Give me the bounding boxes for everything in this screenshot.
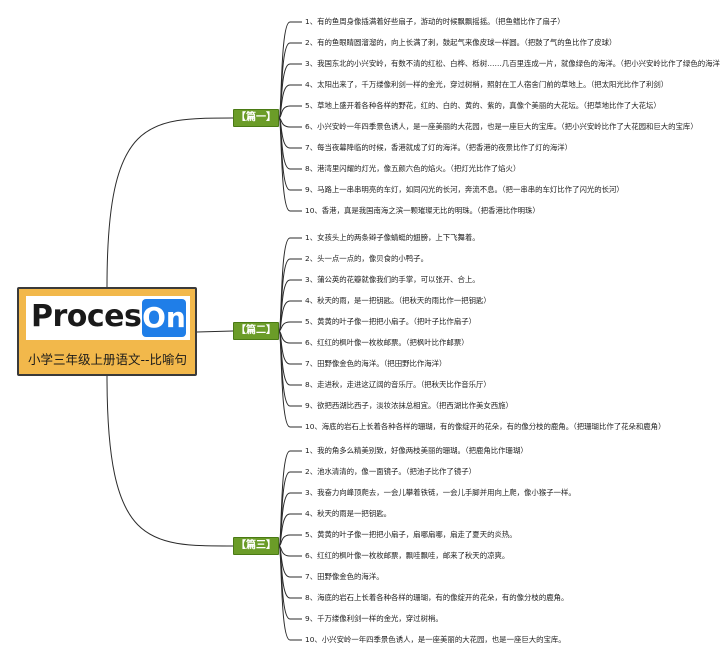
list-item[interactable]: 3、我奋力向峰顶爬去，一会儿攀着铁链，一会儿手脚并用向上爬，像小猴子一样。 [305,488,576,497]
leaf-connector [278,117,302,212]
list-item[interactable]: 9、马路上一串串明亮的车灯，如同闪光的长河，奔流不息。（把一串串的车灯比作了闪光… [305,185,624,194]
list-item[interactable]: 8、港湾里闪耀的灯光，像五颜六色的焰火。（把灯光比作了焰火） [305,164,521,173]
list-item[interactable]: 5、黄黄的叶子像一把把小扇子，扇哪扇哪，扇走了夏天的炎热。 [305,530,517,539]
leaf-connector [278,534,302,547]
branch-node[interactable]: 【篇一】 [233,109,279,127]
root-connector [196,330,234,333]
list-item[interactable]: 10、香港，真是我国南海之滨一颗璀璨无比的明珠。（把香港比作明珠） [305,206,540,215]
list-item[interactable]: 5、草地上盛开着各种各样的野花，红的、白的、黄的、紫的，真像个美丽的大花坛。（把… [305,101,661,110]
list-item[interactable]: 8、走进秋，走进这辽阔的音乐厅。（把秋天比作音乐厅） [305,380,491,389]
logo-text: Process [31,299,159,334]
list-item[interactable]: 1、我的角多么精美别致，好像两枝美丽的珊瑚。（把鹿角比作珊瑚） [305,446,528,455]
root-connector [106,375,234,547]
root-subtitle: 小学三年级上册语文--比喻句 [28,352,188,367]
list-item[interactable]: 5、黄黄的叶子像一把把小扇子。（把叶子比作扇子） [305,317,476,326]
list-item[interactable]: 2、头一点一点的，像贝食的小鸭子。 [305,254,428,263]
list-item[interactable]: 9、欲把西湖比西子，淡妆浓抹总相宜。（把西湖比作美女西施） [305,401,513,410]
list-item[interactable]: 6、红红的枫叶像一枚枚邮票。（把枫叶比作邮票） [305,338,469,347]
leaf-connector [278,545,302,578]
leaf-connector [278,321,302,332]
branch-node[interactable]: 【篇三】 [233,537,279,555]
list-item[interactable]: 4、太阳出来了，千万缕像利剑一样的金光，穿过树梢，照射在工人宿舍门前的草地上。（… [305,80,669,89]
list-item[interactable]: 7、田野像金色的海洋。（把田野比作海洋） [305,359,447,368]
list-item[interactable]: 7、每当夜幕降临的时候，香港就成了灯的海洋。（把香港的夜景比作了灯的海洋） [305,143,573,152]
list-item[interactable]: 6、红红的枫叶像一枚枚邮票，飘哇飘哇，邮来了秋天的凉爽。 [305,551,510,560]
logo-badge: On [142,299,186,337]
list-item[interactable]: 3、蒲公英的花瓣就像我们的手掌，可以张开、合上。 [305,275,480,284]
list-item[interactable]: 4、秋天的雨是一把钥匙。 [305,509,392,518]
list-item[interactable]: 1、女孩头上的两条辫子像蜻蜓的翅膀，上下飞舞着。 [305,233,480,242]
root-topic[interactable]: Process On 小学三年级上册语文--比喻句 [17,287,197,376]
leaf-connector [278,105,302,119]
list-item[interactable]: 2、有的鱼眼睛圆溜溜的，向上长满了刺，鼓起气来像皮球一样圆。（把鼓了气的鱼比作了… [305,38,617,47]
list-item[interactable]: 9、千万缕像利剑一样的金光，穿过树梢。 [305,614,443,623]
list-item[interactable]: 3、我国东北的小兴安岭，有数不清的红松、白桦、栎树……几百里连成一片，就像绿色的… [305,59,720,68]
leaf-connector [278,330,302,428]
leaf-connector [278,545,302,557]
list-item[interactable]: 6、小兴安岭一年四季景色诱人，是一座美丽的大花园，也是一座巨大的宝库。（把小兴安… [305,122,698,131]
root-connector [106,117,234,288]
leaf-connector [278,330,302,344]
list-item[interactable]: 7、田野像金色的海洋。 [305,572,384,581]
processon-logo: Process On [26,296,190,340]
leaf-connector [278,545,302,641]
list-item[interactable]: 10、海底的岩石上长着各种各样的珊瑚，有的像绽开的花朵，有的像分枝的鹿角。（把珊… [305,422,666,431]
list-item[interactable]: 2、池水清清的，像一面镜子。（把池子比作了镜子） [305,467,476,476]
list-item[interactable]: 1、有的鱼周身像插满着好些扇子，游动的时候飘飘摇摇。（把鱼鳍比作了扇子） [305,17,565,26]
list-item[interactable]: 8、海底的岩石上长着各种各样的珊瑚，有的像绽开的花朵，有的像分枝的鹿角。 [305,593,569,602]
leaf-connector [278,117,302,128]
list-item[interactable]: 10、小兴安岭一年四季景色诱人，是一座美丽的大花园，也是一座巨大的宝库。 [305,635,566,644]
branch-node[interactable]: 【篇二】 [233,322,279,340]
list-item[interactable]: 4、秋天的雨，是一把钥匙。（把秋天的雨比作一把钥匙） [305,296,491,305]
